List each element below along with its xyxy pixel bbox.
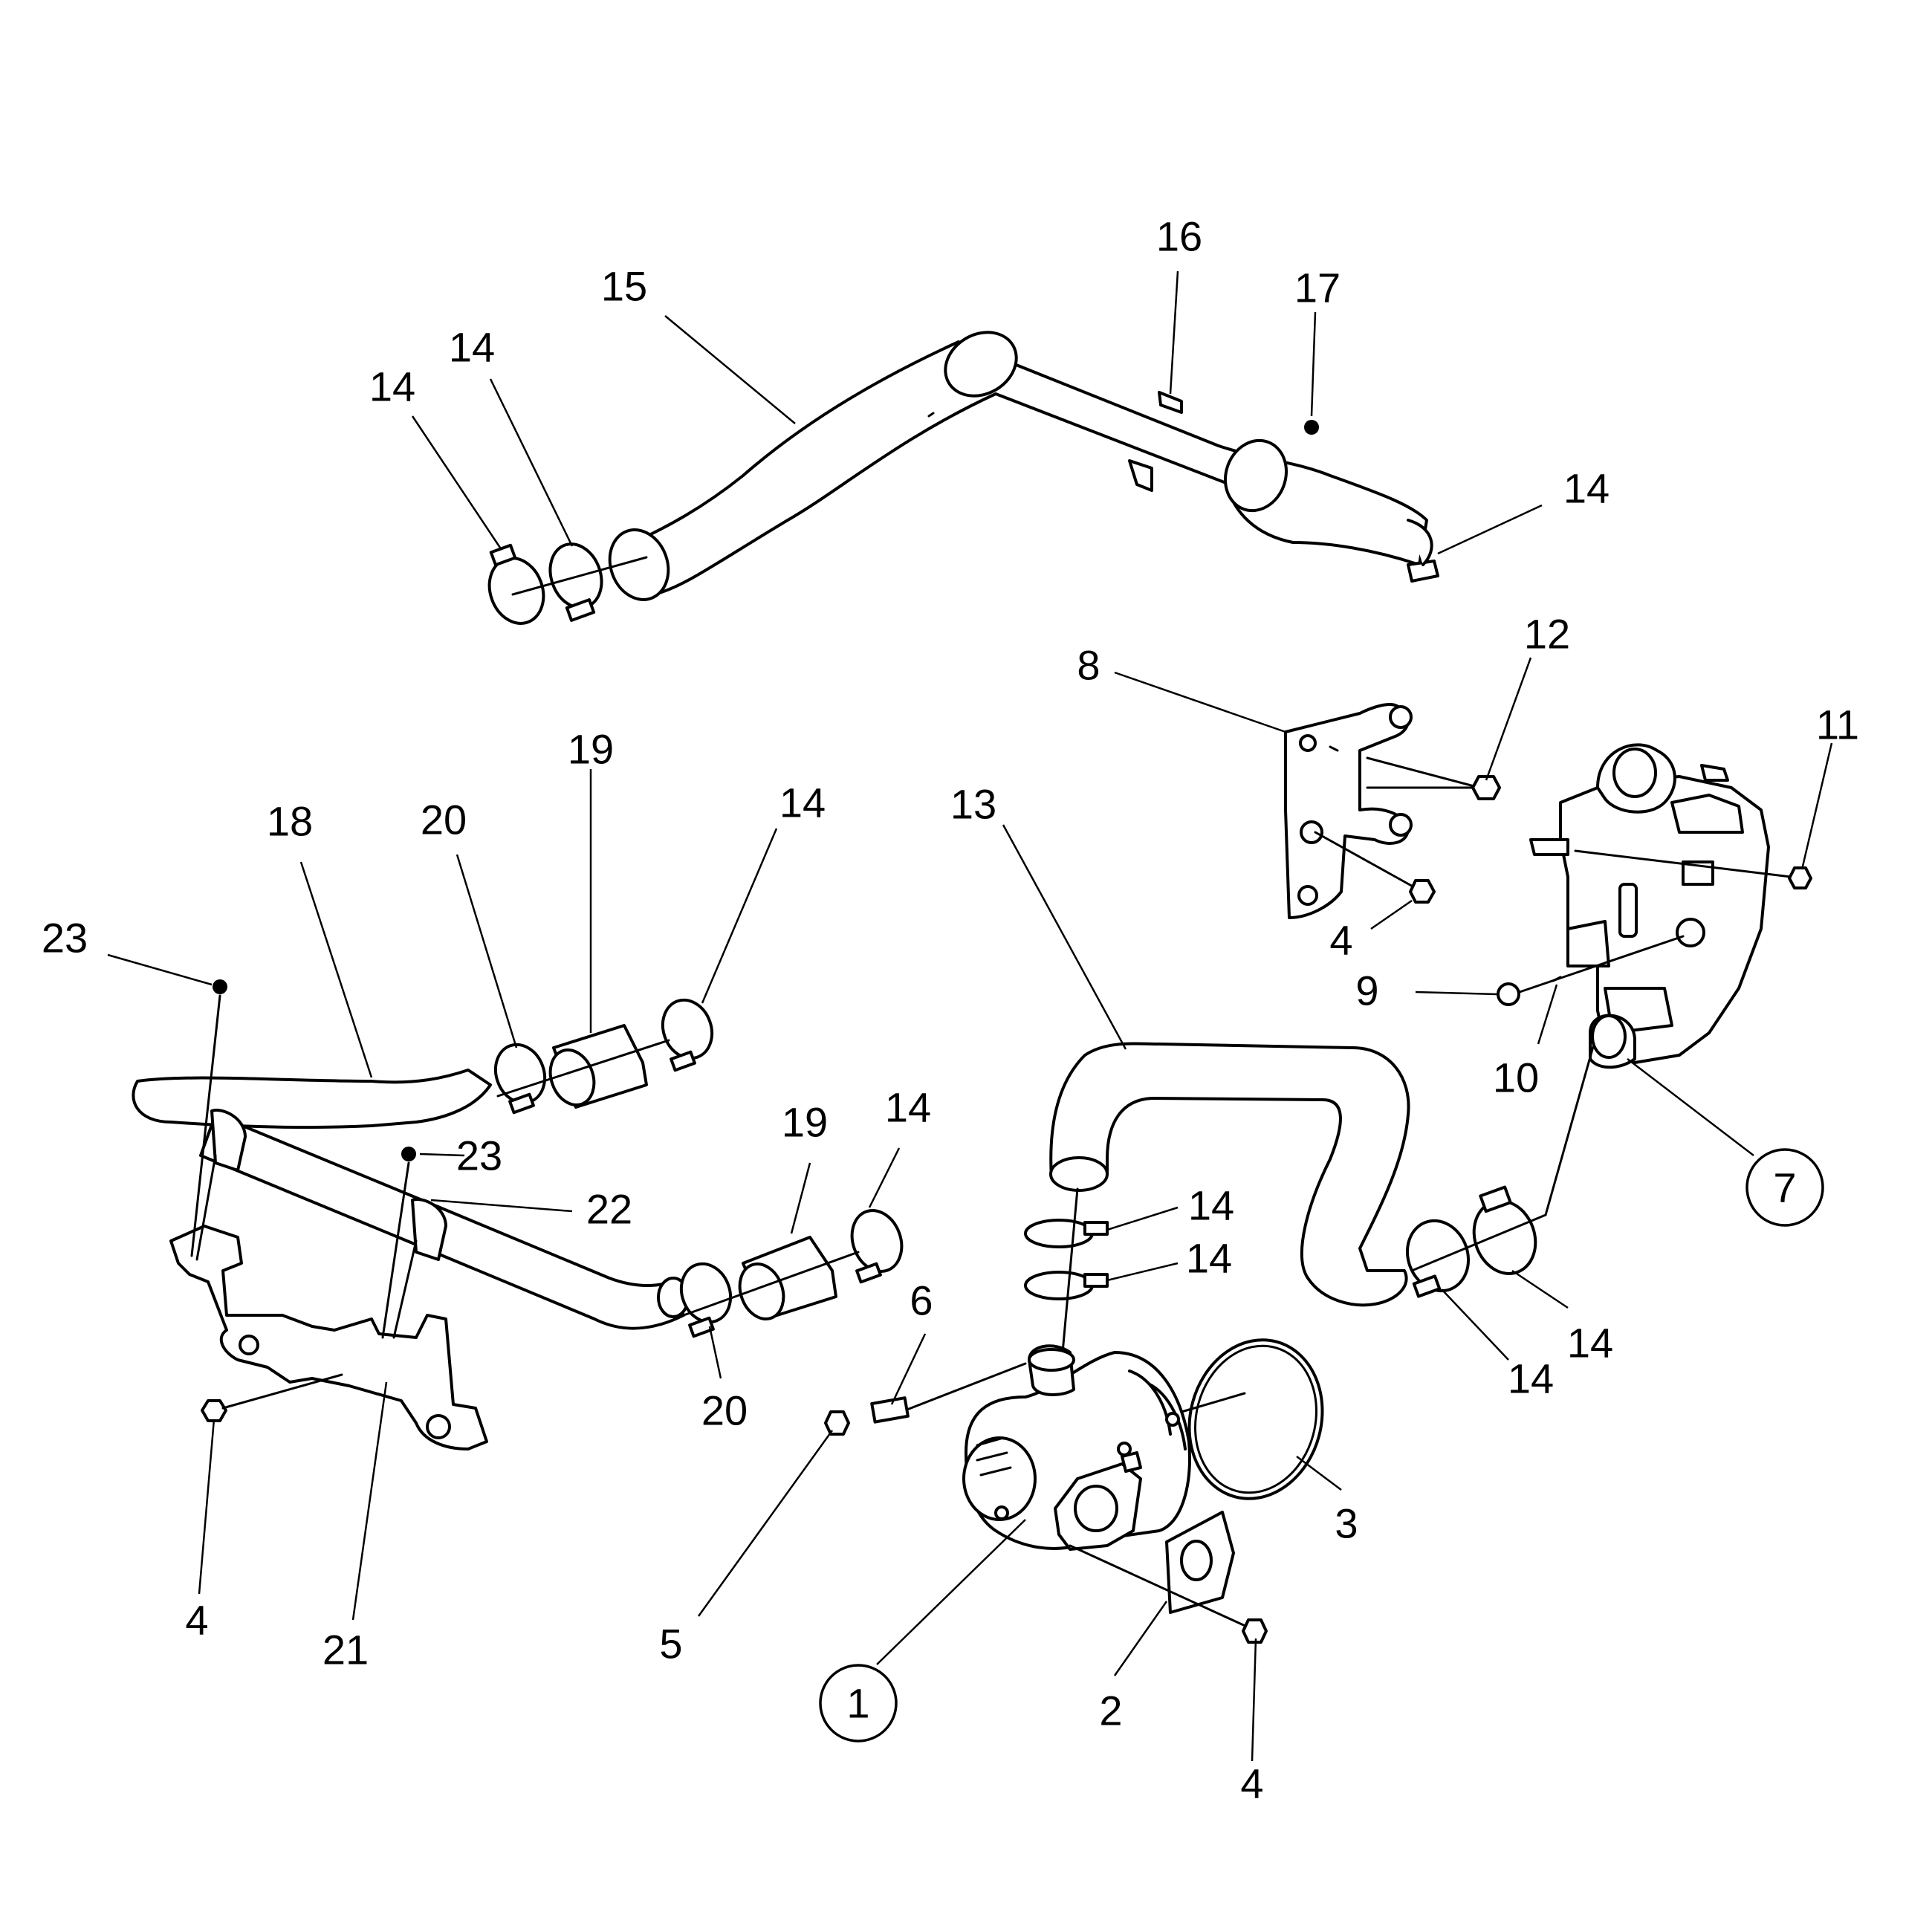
callout-12: 12 — [1524, 611, 1570, 658]
callout-11: 11 — [1816, 701, 1859, 748]
callout-19: 19 — [782, 1099, 828, 1146]
bolts-11-12 — [1366, 775, 1812, 889]
callouts: 15 16 17 14 14 14 8 12 11 4 9 10 7 13 19… — [42, 213, 1859, 1807]
callout-14: 14 — [1563, 465, 1610, 512]
callout-15: 15 — [601, 263, 647, 310]
hose-clamps-upper-left — [487, 542, 648, 625]
callout-14: 14 — [779, 779, 826, 826]
callout-20: 20 — [701, 1387, 748, 1434]
stud-5-6 — [824, 1396, 910, 1436]
thermostat-housing-7 — [1529, 743, 1770, 1069]
bolt-4-upper — [1314, 831, 1436, 904]
callout-21: 21 — [322, 1627, 369, 1673]
clamps-13 — [1024, 1187, 1109, 1354]
bypass-hose-13 — [1049, 1042, 1410, 1307]
bolt-4-lower — [1069, 1544, 1268, 1644]
bracket-8 — [1284, 703, 1495, 919]
callout-23: 23 — [42, 915, 88, 962]
support-brackets-22 — [210, 1109, 447, 1261]
callout-2: 2 — [1099, 1688, 1122, 1734]
callout-circle-1 — [819, 1664, 898, 1743]
callout-14: 14 — [1508, 1355, 1554, 1402]
clamps-lower-pipe — [679, 1209, 904, 1338]
upper-hose-15 — [608, 331, 1428, 601]
callout-8: 8 — [1077, 642, 1100, 689]
bracket-21 — [169, 1154, 488, 1450]
callout-14: 14 — [1186, 1235, 1232, 1282]
callout-1: 1 — [846, 1680, 869, 1727]
hose-18 — [132, 1069, 492, 1129]
callout-10: 10 — [1493, 1054, 1539, 1101]
callout-3: 3 — [1335, 1500, 1358, 1547]
clamps-right-7 — [1405, 1043, 1595, 1298]
callout-14: 14 — [449, 324, 495, 371]
callout-7: 7 — [1773, 1164, 1796, 1211]
callout-13: 13 — [950, 781, 996, 828]
callout-17: 17 — [1294, 265, 1341, 311]
callout-16: 16 — [1156, 213, 1202, 260]
callout-14: 14 — [369, 363, 415, 410]
clamps-18 — [493, 998, 714, 1115]
nut-17 — [1304, 420, 1319, 435]
gasket-3 — [1180, 1338, 1324, 1500]
callout-5: 5 — [659, 1621, 682, 1667]
callout-18: 18 — [267, 798, 313, 845]
nuts-23 — [190, 979, 416, 1339]
callout-4: 4 — [185, 1597, 208, 1644]
callout-4: 4 — [1240, 1760, 1263, 1807]
callout-circle-7 — [1745, 1148, 1824, 1227]
gasket-2 — [1165, 1511, 1235, 1614]
callout-22: 22 — [586, 1186, 632, 1233]
bolt-4-lower-left — [201, 1373, 343, 1422]
callout-14: 14 — [885, 1084, 931, 1131]
hose-clamp-upper-right — [1407, 519, 1439, 583]
callout-6: 6 — [910, 1277, 933, 1324]
callout-14: 14 — [1567, 1320, 1613, 1367]
callout-23: 23 — [456, 1132, 502, 1179]
leader-lines — [107, 270, 1833, 1762]
callout-20: 20 — [421, 797, 467, 843]
callout-4: 4 — [1329, 917, 1352, 964]
callout-14: 14 — [1188, 1182, 1234, 1229]
callout-19: 19 — [568, 726, 614, 773]
gasket-9-10 — [1497, 935, 1685, 1006]
hose-bracket-16 — [1128, 391, 1183, 492]
water-pump-1 — [890, 1344, 1191, 1551]
callout-9: 9 — [1355, 967, 1378, 1014]
